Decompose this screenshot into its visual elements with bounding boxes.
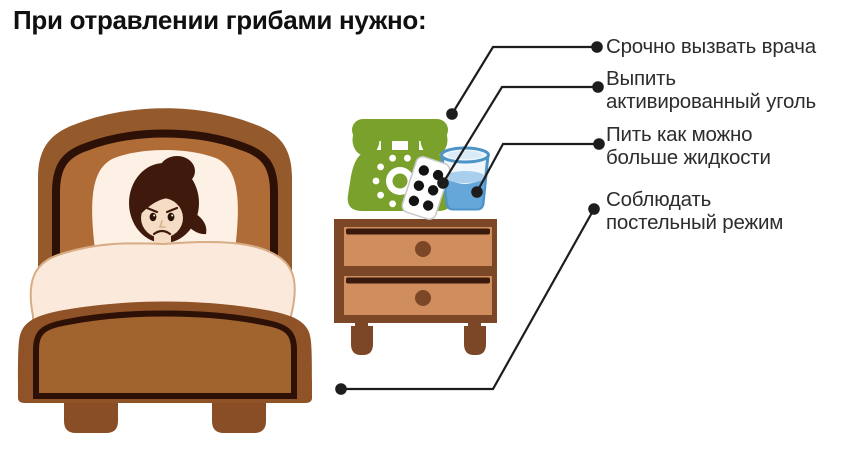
hair-bangs (140, 180, 184, 214)
callout-dot (471, 186, 483, 198)
sad-mouth (152, 229, 172, 236)
callout-label-fluids: Пить как можно больше жидкости (606, 123, 771, 169)
callout-dot (437, 177, 449, 189)
water (445, 178, 485, 209)
drawer-knob-bottom (415, 290, 431, 306)
sick-person (129, 156, 207, 258)
eyebrow-left (145, 206, 159, 214)
eye-left (149, 212, 157, 222)
callout-dot (593, 138, 605, 150)
callout-line-doctor (451, 45, 597, 115)
callout-line-fluids (476, 142, 599, 193)
eye-right (167, 212, 175, 222)
page-title: При отравлении грибами нужно: (13, 5, 427, 35)
water-glass-icon (440, 146, 490, 211)
callout-label-bed-rest: Соблюдать постельный режим (606, 188, 784, 234)
callout-dot (591, 41, 603, 53)
footboard-panel (33, 310, 297, 399)
callout-dot (335, 383, 347, 395)
callout-label-call-doctor: Срочно вызвать врача (606, 35, 816, 58)
water-surface (445, 171, 485, 183)
callout-lines (341, 45, 599, 391)
nose (158, 220, 166, 228)
callout-label-charcoal: Выпить активированный уголь (606, 67, 817, 113)
callout-dot (446, 108, 458, 120)
callout-dots (335, 41, 605, 395)
face (141, 198, 183, 238)
callout-dot (592, 81, 604, 93)
nightstand-leg-left (351, 318, 373, 355)
hair-bun (159, 156, 195, 186)
callout-dot (588, 203, 600, 215)
drawer-knob-top (415, 241, 431, 257)
callout-line-charcoal (442, 85, 598, 184)
pill-blister-icon (401, 156, 451, 220)
nightstand-leg-right (464, 318, 486, 355)
hair-flip (184, 210, 207, 235)
eyebrow-right (165, 206, 179, 214)
bed-icon (18, 108, 312, 433)
callout-line-bedrest (341, 208, 595, 391)
nightstand-icon (334, 219, 497, 355)
